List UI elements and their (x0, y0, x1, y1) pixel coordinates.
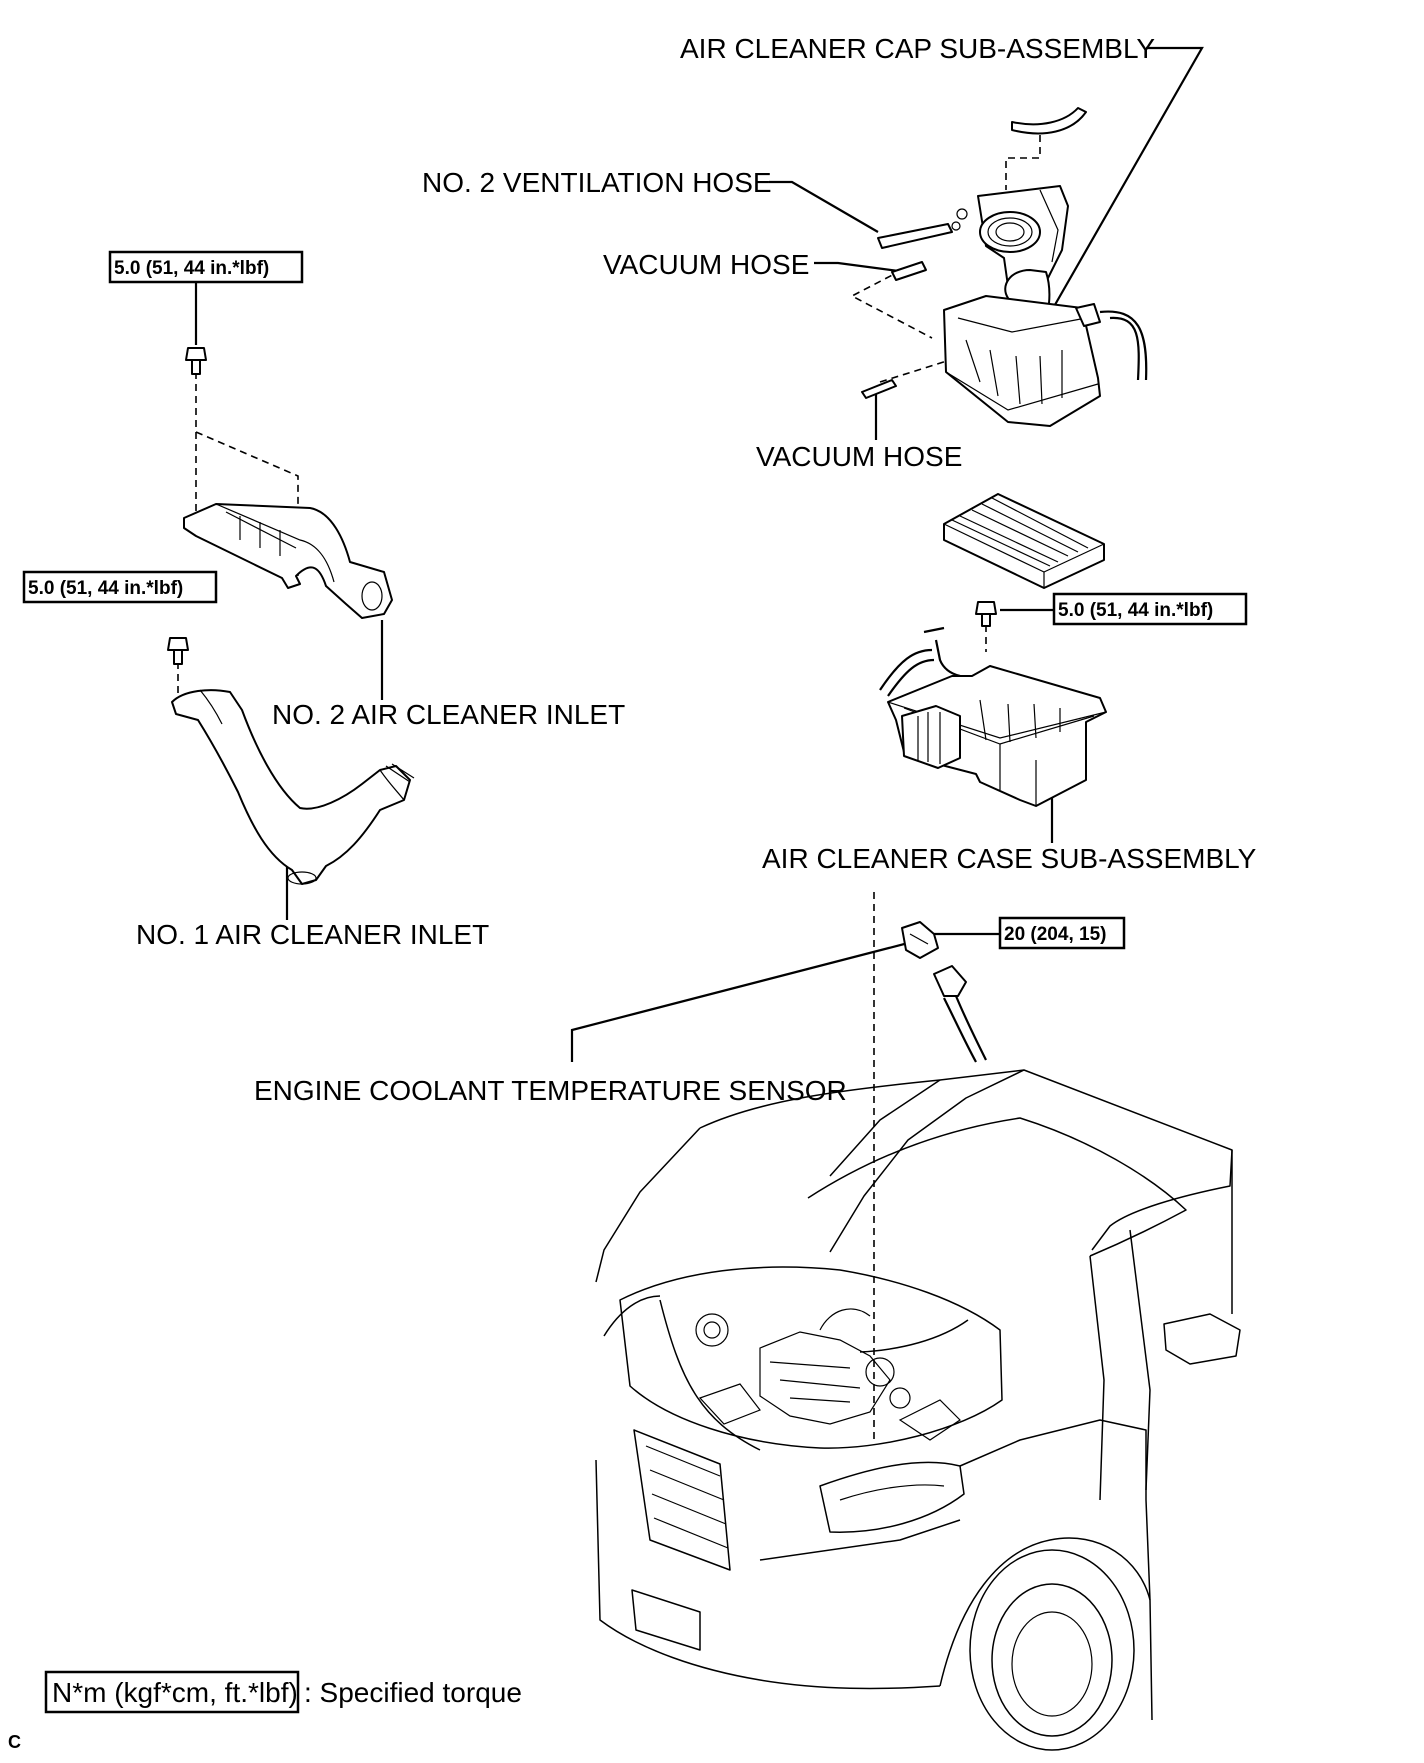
label-no2-ventilation-hose: NO. 2 VENTILATION HOSE (422, 167, 772, 198)
label-air-cleaner-case: AIR CLEANER CASE SUB-ASSEMBLY (762, 843, 1257, 874)
torque-no1-inlet-text: 5.0 (51, 44 in.*lbf) (28, 578, 183, 599)
bolts (167, 347, 997, 665)
torque-case-text: 5.0 (51, 44 in.*lbf) (1058, 600, 1213, 621)
torque-no2-inlet-text: 5.0 (51, 44 in.*lbf) (114, 258, 269, 279)
leader-coolant-sensor (570, 940, 913, 1062)
leader-vacuum-hose-upper (814, 261, 907, 274)
torque-case: 5.0 (51, 44 in.*lbf) (1052, 592, 1248, 626)
vehicle-illustration (595, 1069, 1241, 1751)
air-cleaner-case-sub-assembly (879, 626, 1107, 807)
label-no1-air-cleaner-inlet: NO. 1 AIR CLEANER INLET (136, 919, 489, 950)
leader-no2-ventilation-hose (769, 180, 879, 233)
torque-coolant-sensor: 20 (204, 15) (998, 916, 1126, 950)
air-cleaner-cap-sub-assembly (861, 107, 1148, 427)
label-engine-coolant-sensor: ENGINE COOLANT TEMPERATURE SENSOR (254, 1075, 847, 1106)
assembly-dashes (177, 135, 1041, 1440)
label-air-cleaner-cap: AIR CLEANER CAP SUB-ASSEMBLY (680, 33, 1155, 64)
engine-coolant-temperature-sensor (901, 921, 987, 1063)
legend-unit-box: N*m (kgf*cm, ft.*lbf) (52, 1677, 298, 1708)
bolt-no1-inlet (167, 637, 189, 665)
corner-mark: C (8, 1732, 21, 1752)
label-vacuum-hose-lower: VACUUM HOSE (756, 441, 962, 472)
torque-no1-inlet: 5.0 (51, 44 in.*lbf) (22, 570, 218, 604)
air-filter-element (943, 493, 1105, 589)
torque-coolant-sensor-text: 20 (204, 15) (1004, 924, 1106, 945)
legend-description: : Specified torque (304, 1677, 522, 1708)
no2-air-cleaner-inlet (183, 503, 393, 619)
torque-legend: N*m (kgf*cm, ft.*lbf) : Specified torque (44, 1670, 522, 1714)
label-no2-air-cleaner-inlet: NO. 2 AIR CLEANER INLET (272, 699, 625, 730)
no1-air-cleaner-inlet (171, 689, 415, 885)
bolt-case (975, 601, 997, 627)
label-vacuum-hose-upper: VACUUM HOSE (603, 249, 809, 280)
bolt-no2-inlet (185, 347, 207, 375)
leader-air-cleaner-cap (1051, 46, 1204, 311)
leader-lines (194, 46, 1204, 1062)
torque-no2-inlet: 5.0 (51, 44 in.*lbf) (108, 250, 304, 284)
